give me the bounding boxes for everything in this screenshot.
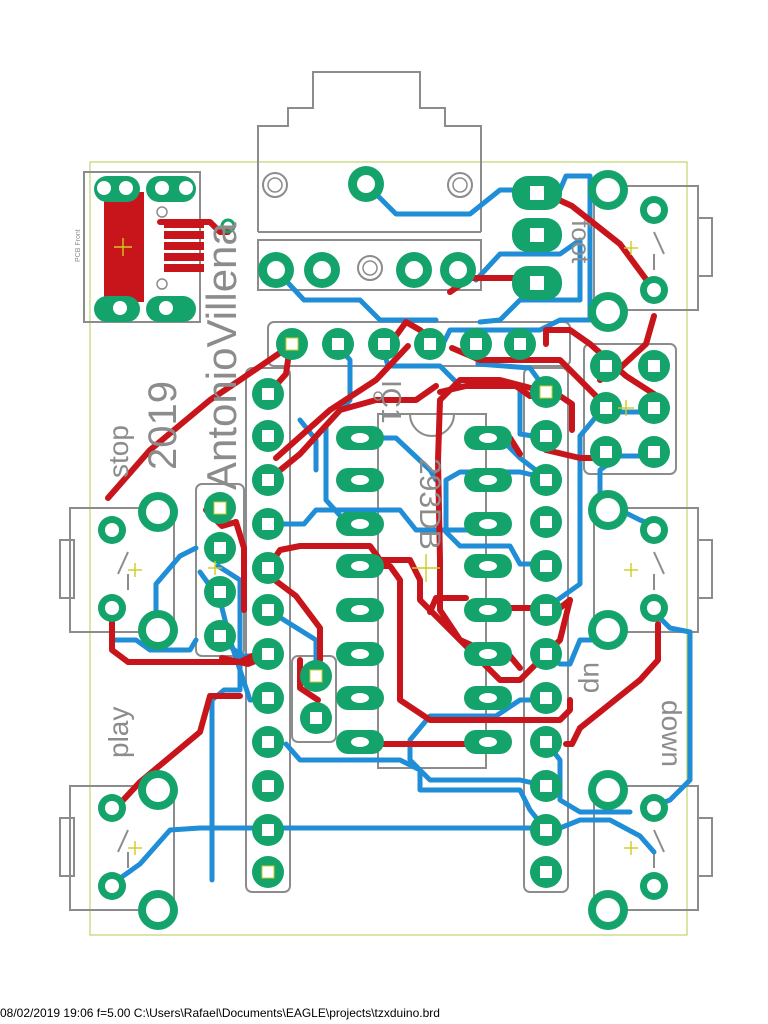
- ic1-pad: [464, 512, 512, 536]
- ic1-pad: [336, 642, 384, 666]
- header-pad: [252, 726, 284, 758]
- ic1-pad: [336, 512, 384, 536]
- ic1-name-label: IC1: [376, 380, 407, 424]
- print-footer: 08/02/2019 19:06 f=5.00 C:\Users\Rafael\…: [0, 1006, 440, 1020]
- ic1-pad: [336, 554, 384, 578]
- header-pad: [252, 770, 284, 802]
- foot-connector-pads: [512, 176, 562, 300]
- header-pad: [252, 594, 284, 626]
- header-pad: [252, 638, 284, 670]
- header-pad: [590, 350, 622, 382]
- button-foot-outline: [593, 185, 713, 311]
- header-pad: [368, 328, 400, 360]
- header-pad: [530, 814, 562, 846]
- ic1-outline: [377, 413, 487, 769]
- ic1-pad: [464, 598, 512, 622]
- header-pad: [530, 420, 562, 452]
- header-pad: [590, 436, 622, 468]
- year-label: 2019: [141, 381, 185, 470]
- label-down: down: [656, 700, 687, 767]
- header-pad: [252, 378, 284, 410]
- top-copper-traces: [105, 191, 661, 815]
- usb-connector: [94, 176, 236, 322]
- header-pad: [252, 552, 284, 584]
- header-pad: [530, 726, 562, 758]
- header-pads: [204, 328, 670, 888]
- header-pad: [300, 660, 332, 692]
- author-label: AntonioVillena: [198, 222, 245, 490]
- ic1-pin1-marker: [373, 391, 383, 401]
- header-pad: [300, 702, 332, 734]
- header-pad: [204, 576, 236, 608]
- header-pad: [530, 856, 562, 888]
- usb-side-label: PCB Front: [75, 229, 82, 262]
- header-pad: [530, 770, 562, 802]
- ic1-pad: [336, 426, 384, 450]
- ic1-pad: [336, 598, 384, 622]
- header-pad: [460, 328, 492, 360]
- header-pad: [252, 420, 284, 452]
- header-left-outline: [245, 367, 291, 893]
- label-foot: foot: [566, 220, 596, 264]
- button-down-outline: [593, 785, 713, 911]
- ic1-pads: [336, 426, 512, 754]
- header-pad: [638, 350, 670, 382]
- header-pad: [252, 682, 284, 714]
- ic1-pad: [464, 554, 512, 578]
- jack-pads: [258, 166, 476, 288]
- ic1-pad: [336, 730, 384, 754]
- label-up: up: [578, 662, 609, 693]
- button-up-outline: [593, 507, 713, 633]
- header-pad: [530, 550, 562, 582]
- header-grid-right-outline: [583, 343, 677, 475]
- audio-jack-outline: [257, 71, 482, 291]
- header-pad: [204, 620, 236, 652]
- header-pad: [276, 328, 308, 360]
- header-pad: [590, 392, 622, 424]
- ic1-pad: [464, 686, 512, 710]
- header-pad: [530, 682, 562, 714]
- button-play-outline: [59, 785, 175, 911]
- header-pad: [204, 492, 236, 524]
- header-pad: [638, 392, 670, 424]
- ic1-pad: [464, 642, 512, 666]
- header-pad: [638, 436, 670, 468]
- ic1-pad: [464, 426, 512, 450]
- header-pad: [530, 594, 562, 626]
- button-stop-outline: [59, 507, 175, 633]
- ic1-pad: [336, 686, 384, 710]
- header-pad: [414, 328, 446, 360]
- label-play: play: [103, 707, 134, 758]
- header-pad: [530, 506, 562, 538]
- board-outline: [89, 161, 688, 936]
- header-pad: [530, 376, 562, 408]
- header-pad: [252, 508, 284, 540]
- ic1-pad: [464, 468, 512, 492]
- button-pads: [98, 170, 668, 930]
- header-pad: [530, 638, 562, 670]
- ic1-value-label: 293DB: [413, 458, 446, 550]
- header-pad: [530, 464, 562, 496]
- header-pad: [322, 328, 354, 360]
- ic1-pad: [464, 730, 512, 754]
- header-pad: [252, 856, 284, 888]
- ic1-pad: [336, 468, 384, 492]
- label-stop: stop: [103, 425, 134, 478]
- header-pad: [252, 814, 284, 846]
- header-right-outline: [523, 367, 569, 893]
- header-pad: [504, 328, 536, 360]
- header-pad: [252, 464, 284, 496]
- header-pad: [204, 532, 236, 564]
